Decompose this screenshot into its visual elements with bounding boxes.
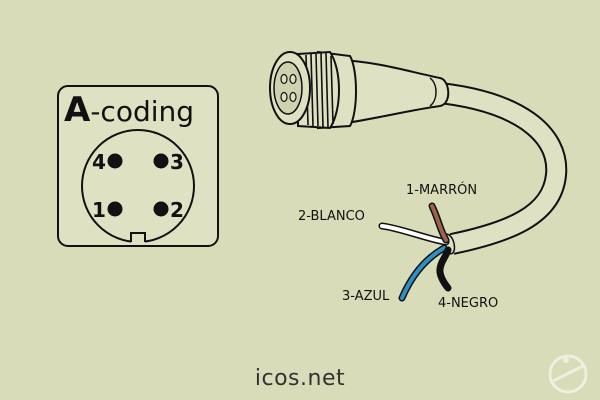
socket-face [81,129,195,243]
wires [378,202,452,302]
pin-2-label: 2 [170,198,184,222]
coding-letter: A [64,90,91,130]
face-pin-a [280,73,288,85]
wire-1-label: 1-MARRÓN [406,182,477,198]
logo-icon [548,354,588,394]
boot-ring-line [429,77,437,107]
connector-face-inner [273,61,303,115]
wire-3-label: 3-AZUL [342,289,390,304]
pin-4-dot [107,153,123,169]
wire-1-core [430,204,448,242]
pin-3-dot [153,153,169,169]
key-notch-fill [131,232,145,244]
face-pin-c [280,91,288,103]
pin-4-label: 4 [92,150,106,174]
pin-2-dot [153,201,169,217]
coding-card: A-coding 4 3 1 2 [57,85,219,247]
pin-1-label: 1 [92,198,106,222]
wire-4-core [436,246,452,292]
cable [429,81,568,255]
cable-body [429,83,566,253]
pin-1-dot [107,201,123,217]
wire-2-core [380,224,448,244]
coding-suffix: -coding [90,95,194,128]
wire-2-label: 2-BLANCO [298,209,365,224]
face-pin-b [289,73,297,85]
key-notch [130,232,146,242]
connector-boot [339,58,450,126]
wire-3-core [400,246,446,300]
wire-4-label: 4-NEGRO [438,296,498,311]
m12-connector [269,50,450,130]
pin-3-label: 3 [170,150,184,174]
coding-title: A-coding [64,90,194,130]
site-name: icos.net [254,366,346,391]
face-pin-d [289,91,297,103]
